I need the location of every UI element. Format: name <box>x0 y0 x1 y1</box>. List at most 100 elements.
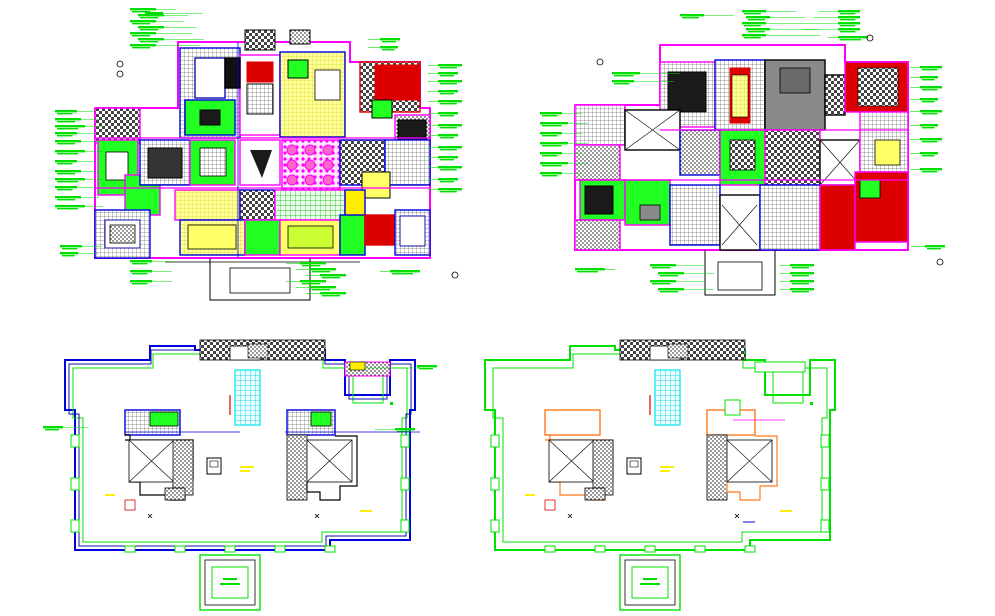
annotation-sublabel <box>440 137 454 139</box>
grid-marker <box>936 258 944 266</box>
annotation-label <box>920 138 942 141</box>
room <box>184 99 236 136</box>
annotation-sublabel <box>922 171 938 173</box>
room <box>384 139 431 186</box>
pilaster <box>400 477 410 491</box>
furniture <box>314 69 341 101</box>
annotation-label <box>658 288 684 291</box>
annotation-label <box>138 38 164 41</box>
skylight <box>234 369 261 426</box>
void-diagonal <box>624 109 681 151</box>
grid-marker <box>451 271 459 279</box>
annotation-sublabel <box>922 127 935 129</box>
annotation-sublabel <box>792 275 809 277</box>
annotation-sublabel <box>382 41 396 43</box>
room <box>819 184 856 251</box>
floor-medallion <box>322 174 334 186</box>
annotation-label <box>130 260 152 263</box>
roof-drain <box>734 513 740 519</box>
annotation-label <box>438 146 462 149</box>
annotation-sublabel <box>744 13 761 15</box>
room <box>174 189 241 221</box>
pilaster <box>124 545 136 553</box>
furniture <box>584 185 614 215</box>
roof-drain <box>314 513 320 519</box>
annotation-sublabel <box>614 75 634 77</box>
room <box>244 219 281 256</box>
annotation-label <box>920 76 938 79</box>
annotation-sublabel <box>922 79 935 81</box>
annotation-sublabel <box>45 429 59 431</box>
annotation-label <box>55 140 81 143</box>
annotation-sublabel <box>614 83 630 85</box>
annotation-sublabel <box>57 208 78 210</box>
annotation-sublabel <box>440 83 457 85</box>
annotation-sublabel <box>792 267 809 269</box>
annotation-sublabel <box>322 295 341 297</box>
pilaster <box>820 477 830 491</box>
annotation-label <box>438 112 458 115</box>
annotation-label <box>438 156 458 159</box>
lightwell-header-fill <box>149 411 179 427</box>
porch <box>209 258 311 301</box>
stair-hatch <box>164 487 186 501</box>
annotation-sublabel <box>62 255 75 257</box>
annotation-sublabel <box>922 155 935 157</box>
roof-access <box>724 399 741 416</box>
annotation-sublabel <box>440 115 454 117</box>
annotation-label <box>300 262 326 265</box>
annotation-label <box>540 172 562 175</box>
pilaster <box>224 545 236 553</box>
room <box>574 104 626 146</box>
annotation-sublabel <box>440 103 457 105</box>
pilaster <box>594 545 606 553</box>
stair <box>246 83 274 115</box>
annotation-label <box>920 152 938 155</box>
furniture <box>667 71 707 113</box>
furniture <box>639 204 661 221</box>
annotation-label <box>130 280 152 283</box>
annotation-sublabel <box>132 47 151 49</box>
annotation-label <box>43 426 63 429</box>
annotation-label <box>790 264 814 267</box>
porch <box>704 250 776 296</box>
annotation-label <box>55 178 85 181</box>
annotation-label <box>746 28 770 31</box>
furniture <box>105 151 129 181</box>
room <box>339 214 366 256</box>
plans-layer <box>43 8 945 611</box>
furniture <box>109 224 136 244</box>
annotation-sublabel <box>140 41 159 43</box>
lightwell-outline <box>306 435 358 501</box>
annotation-label <box>130 8 156 11</box>
annotation-label <box>438 64 462 67</box>
annotation-label <box>540 112 562 115</box>
annotation-label <box>55 118 81 121</box>
annotation-sublabel <box>542 125 562 127</box>
yellow-label <box>240 470 250 472</box>
stair-hatch <box>706 434 728 501</box>
annotation-label <box>145 12 163 15</box>
annotation-sublabel <box>419 368 433 370</box>
annotation-sublabel <box>840 31 856 33</box>
annotation-sublabel <box>922 89 938 91</box>
furniture <box>859 179 881 199</box>
annotation-sublabel <box>660 275 679 277</box>
annotation-sublabel <box>922 113 938 115</box>
room <box>94 107 141 144</box>
annotation-sublabel <box>132 283 148 285</box>
annotation-sublabel <box>440 181 454 183</box>
annotation-label <box>612 80 634 83</box>
annotation-label <box>380 46 398 49</box>
annotation-sublabel <box>57 163 73 165</box>
furniture <box>779 67 811 94</box>
annotation-sublabel <box>792 291 809 293</box>
room <box>824 74 846 116</box>
floor-medallion <box>304 174 316 186</box>
plan-top-right <box>540 10 945 296</box>
floor-medallion <box>304 144 316 156</box>
annotation-label <box>55 196 81 199</box>
furniture <box>397 119 427 143</box>
